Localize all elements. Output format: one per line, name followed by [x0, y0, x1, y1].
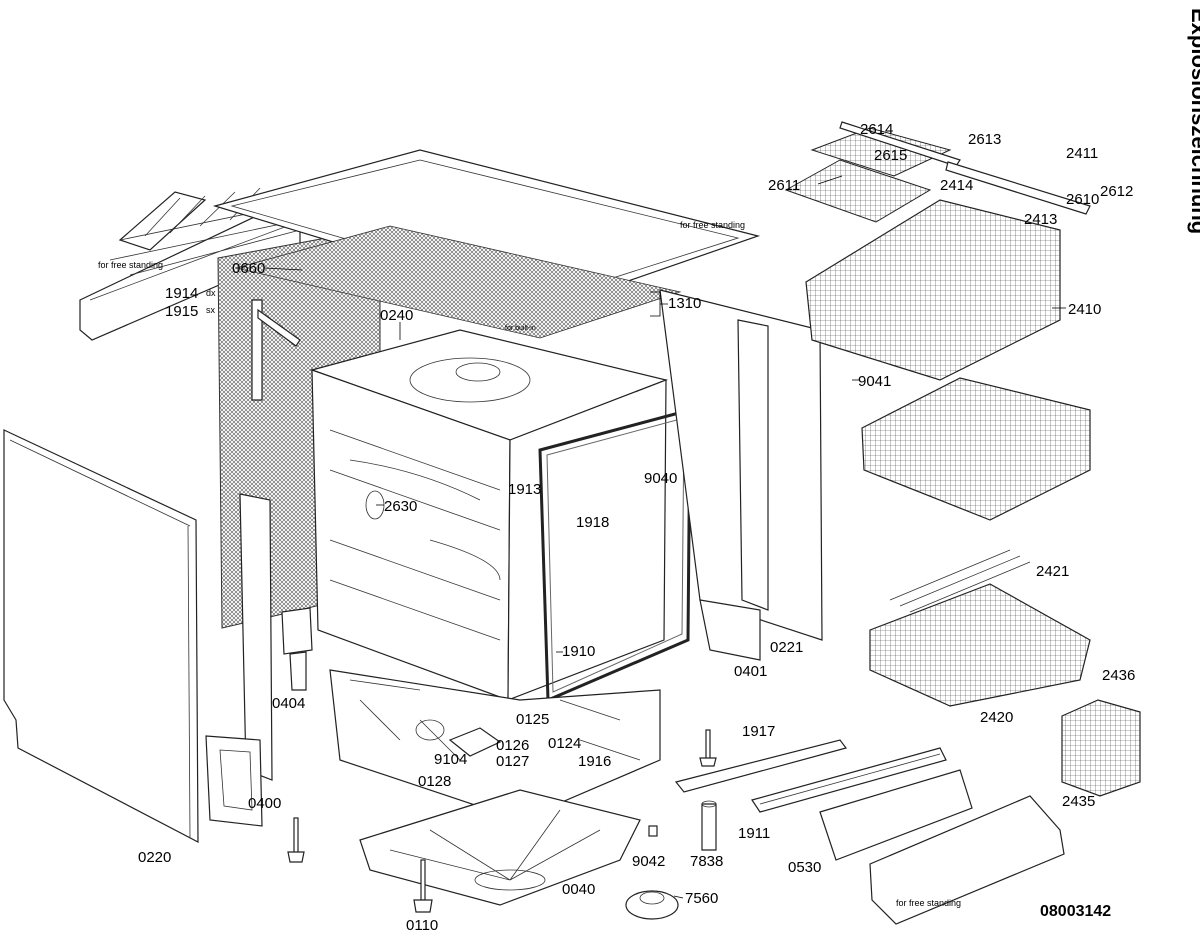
- label-1910: 1910: [562, 643, 595, 660]
- foot-screw-left: [287, 817, 305, 863]
- label-2435: 2435: [1062, 793, 1095, 810]
- rail-2610: [945, 161, 1091, 215]
- drawing-number: 08003142: [1040, 903, 1111, 920]
- control-box: [281, 607, 313, 691]
- label-1913: 1913: [508, 481, 541, 498]
- label-1918: 1918: [576, 514, 609, 531]
- lower-basket: [869, 549, 1091, 707]
- label-0221: 0221: [770, 639, 803, 656]
- foot-screw-rear: [699, 729, 717, 767]
- label-9042: 9042: [632, 853, 665, 870]
- label-1916: 1916: [578, 753, 611, 770]
- label-2421: 2421: [1036, 563, 1069, 580]
- label-7838: 7838: [690, 853, 723, 870]
- base-assembly: [329, 669, 661, 821]
- label-0040: 0040: [562, 881, 595, 898]
- note-free-standing-plinth-bottom: for free standing: [896, 898, 961, 908]
- label-1917: 1917: [742, 723, 775, 740]
- drawing-title: Explosionszeichnung: [1187, 8, 1200, 234]
- foot-screw-0110: [413, 859, 433, 913]
- label-2610: 2610: [1066, 191, 1099, 208]
- label-2630: 2630: [384, 498, 417, 515]
- label-2410: 2410: [1068, 301, 1101, 318]
- label-2436: 2436: [1102, 667, 1135, 684]
- rail-1911: [751, 747, 947, 813]
- label-1915: 1915: [165, 303, 198, 320]
- label-2411: 2411: [1066, 145, 1098, 162]
- door-seal-frame: [538, 408, 692, 703]
- cutlery-basket: [1061, 699, 1141, 797]
- note-free-standing-plinth: for free standing: [98, 260, 163, 270]
- rail-1917: [674, 739, 848, 793]
- cup-rack-2611: [784, 159, 932, 223]
- label-0400: 0400: [248, 795, 281, 812]
- tub-body: [309, 329, 669, 701]
- part-labels: 0660 1914 dx 1915 sx 0240 1310 2611 2614…: [138, 121, 1135, 934]
- top-insulation: for built-in: [235, 225, 682, 339]
- label-0126: 0126: [496, 737, 529, 754]
- label-9104: 9104: [434, 751, 467, 768]
- label-2420: 2420: [980, 709, 1013, 726]
- label-0110: 0110: [406, 917, 438, 934]
- label-1310: 1310: [668, 295, 701, 312]
- label-sx: sx: [206, 305, 216, 315]
- middle-basket: [861, 377, 1091, 521]
- plinth-0530: [819, 769, 973, 861]
- label-9040: 9040: [644, 470, 677, 487]
- cup-rack-2614: [810, 127, 952, 177]
- label-1914: 1914: [165, 285, 198, 302]
- upper-basket: [805, 199, 1061, 381]
- label-2615: 2615: [874, 147, 907, 164]
- label-0530: 0530: [788, 859, 821, 876]
- label-0401: 0401: [734, 663, 767, 680]
- label-dx: dx: [206, 288, 216, 298]
- note-built-in: for built-in: [505, 325, 536, 332]
- label-0240: 0240: [380, 307, 413, 324]
- label-2414: 2414: [940, 177, 973, 194]
- label-1911: 1911: [738, 825, 770, 842]
- label-2611: 2611: [768, 177, 800, 194]
- label-9041: 9041: [858, 373, 891, 390]
- label-0220: 0220: [138, 849, 171, 866]
- pump-part: [625, 890, 679, 920]
- label-2614: 2614: [860, 121, 893, 138]
- label-2612: 2612: [1100, 183, 1133, 200]
- leader-lines: [264, 175, 1066, 899]
- hinge-bracket: [251, 299, 301, 401]
- right-side-panel: [659, 289, 823, 661]
- base-tray: [359, 789, 641, 906]
- clip-9042: [648, 825, 658, 837]
- label-0660: 0660: [232, 260, 265, 277]
- label-0404: 0404: [272, 695, 305, 712]
- tube-7838: [701, 800, 717, 851]
- plinth-free-standing: for free standing: [869, 795, 1065, 925]
- label-7560: 7560: [685, 890, 718, 907]
- label-0127: 0127: [496, 753, 529, 770]
- label-0128: 0128: [418, 773, 451, 790]
- label-0125: 0125: [516, 711, 549, 728]
- side-panel-0220: [3, 429, 199, 843]
- label-2613: 2613: [968, 131, 1001, 148]
- label-2413: 2413: [1024, 211, 1057, 228]
- hinge-profile-left: [205, 493, 273, 827]
- label-0124: 0124: [548, 735, 581, 752]
- note-free-standing-top: for free standing: [680, 220, 745, 230]
